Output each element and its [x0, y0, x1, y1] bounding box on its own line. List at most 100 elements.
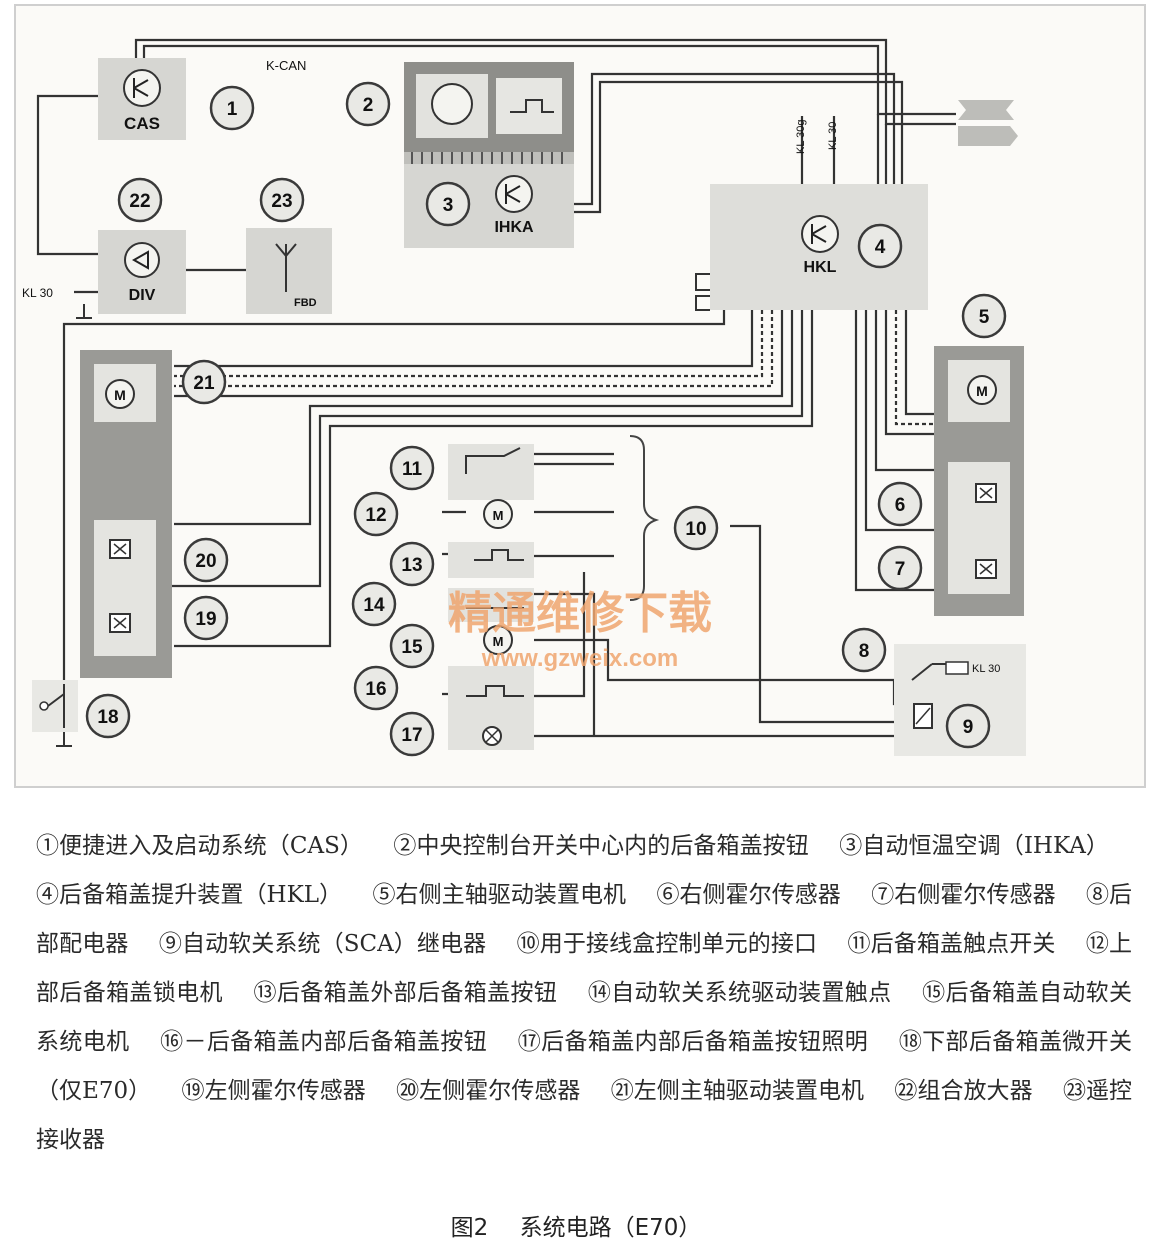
kcan-bus-wire	[134, 38, 956, 126]
number-bubble: 22	[117, 177, 163, 223]
fbd-label: FBD	[294, 297, 317, 309]
number-bubble-label: 17	[401, 725, 422, 746]
number-bubble-label: 20	[195, 551, 216, 572]
legend-item: ⑳左侧霍尔传感器	[396, 1078, 581, 1104]
kl30g-hkl-label: KL 30g	[795, 120, 807, 154]
legend-item: ⑰后备箱盖内部后备箱盖按钮照明	[517, 1029, 869, 1055]
div-amplifier: DIV	[98, 230, 186, 314]
legend-item: ㉓遥控接收器	[36, 1078, 1132, 1153]
watermark-url: www.gzweix.com	[481, 645, 679, 672]
console-switch-center	[404, 62, 574, 164]
number-bubble: 13	[389, 541, 435, 587]
legend-item: ⑤右侧主轴驱动装置电机	[372, 882, 627, 908]
legend-item: ⑫上部后备箱盖锁电机	[36, 931, 1133, 1006]
figure-number: 图2	[450, 1215, 489, 1241]
kl30-relay-label: KL 30	[972, 663, 1000, 675]
circuit-diagram: CAS K-CAN IHKA HKL KL 30g KL 30	[14, 4, 1150, 790]
legend-item: ⑪后备箱盖触点开关	[847, 931, 1056, 957]
figure-title: 系统电路（E70）	[519, 1215, 702, 1241]
legend-item: ⑩用于接线盒控制单元的接口	[516, 931, 818, 957]
right-spindle-unit: M	[934, 346, 1024, 616]
watermark-title: 精通维修下载	[448, 588, 712, 639]
kcan-label: K-CAN	[266, 58, 306, 73]
number-bubble: 17	[389, 711, 435, 757]
number-bubble: 16	[353, 665, 399, 711]
hkl-left-wire	[174, 310, 754, 368]
number-bubble-label: 5	[979, 307, 990, 328]
legend-item: ㉑左侧主轴驱动装置电机	[610, 1078, 865, 1104]
interface-brace	[629, 435, 660, 601]
legend-item: ⑥右侧霍尔传感器	[656, 882, 841, 908]
legend-item: ⑦右侧霍尔传感器	[871, 882, 1056, 908]
micro-switch	[32, 680, 78, 747]
legend-item: ⑯－后备箱盖内部后备箱盖按钮	[160, 1029, 488, 1055]
number-bubble: 7	[877, 545, 923, 591]
number-bubble-label: 6	[895, 495, 906, 516]
legend-item: ⑨自动软关系统（SCA）继电器	[158, 931, 487, 957]
number-bubble: 6	[877, 481, 923, 527]
number-bubble-label: 8	[859, 641, 870, 662]
number-bubble-label: 13	[401, 555, 422, 576]
number-bubble: 1	[209, 85, 255, 131]
number-bubble-label: 2	[363, 95, 374, 116]
number-bubble: 23	[259, 177, 305, 223]
legend-item: ⑲左侧霍尔传感器	[181, 1078, 366, 1104]
legend-item: ②中央控制台开关中心内的后备箱盖按钮	[393, 833, 809, 859]
number-bubble: 20	[183, 537, 229, 583]
number-bubble-label: 21	[193, 373, 215, 394]
number-bubble-label: 15	[401, 637, 423, 658]
kcan-bus-wire	[142, 44, 956, 116]
svg-text:M: M	[493, 634, 504, 649]
cas-div-wire	[36, 94, 98, 256]
fbd-receiver: FBD	[246, 228, 332, 314]
number-bubble: 3	[425, 181, 471, 227]
number-bubble-label: 11	[402, 459, 423, 480]
legend-item: ③自动恒温空调（IHKA）	[839, 833, 1109, 859]
number-bubble-label: 9	[963, 717, 974, 738]
legend-item: ①便捷进入及启动系统（CAS）	[36, 833, 363, 859]
number-bubble: 8	[841, 627, 887, 673]
number-bubble-label: 19	[195, 609, 216, 630]
ihka-wire	[574, 72, 896, 206]
svg-text:M: M	[976, 383, 988, 399]
number-bubble-label: 10	[685, 519, 706, 540]
number-bubble: 14	[351, 581, 397, 627]
cas-module: CAS	[98, 58, 186, 140]
number-bubble: 19	[183, 595, 229, 641]
ihka-module: IHKA	[404, 164, 574, 248]
number-bubble-label: 14	[363, 595, 385, 616]
legend-item: ⑭自动软关系统驱动装置触点	[587, 980, 892, 1006]
number-bubble-label: 12	[365, 505, 386, 526]
connector-arrow-icon	[958, 100, 1018, 146]
number-bubble: 9	[945, 703, 991, 749]
number-bubble-label: 18	[97, 707, 118, 728]
svg-text:M: M	[493, 508, 504, 523]
number-bubble-label: 3	[443, 195, 454, 216]
number-bubble: 4	[857, 223, 903, 269]
legend-item: ⑬后备箱盖外部后备箱盖按钮	[253, 980, 558, 1006]
number-bubble: 21	[181, 359, 227, 405]
cas-label: CAS	[124, 114, 160, 133]
legend-item: ㉒组合放大器	[894, 1078, 1033, 1104]
figure-caption: 图2 系统电路（E70）	[0, 1208, 1152, 1242]
trunk-switch-group: M M	[448, 444, 534, 750]
div-label: DIV	[129, 287, 156, 304]
kl30-div-label: KL 30	[22, 286, 53, 300]
number-bubble: 5	[961, 293, 1007, 339]
number-bubble-label: 1	[227, 99, 238, 120]
ihka-label: IHKA	[494, 219, 534, 236]
number-bubble: 11	[389, 445, 435, 491]
kl30-hkl-label: KL 30	[827, 122, 839, 150]
hkl-label: HKL	[804, 259, 837, 276]
number-bubble-label: 7	[895, 559, 906, 580]
number-bubble-label: 4	[875, 237, 886, 258]
legend-item: ⑱下部后备箱盖微开关（仅E70）	[36, 1029, 1133, 1104]
legend-item: ⑮后备箱盖自动软关系统电机	[36, 980, 1133, 1055]
legend-item: ④后备箱盖提升装置（HKL）	[36, 882, 343, 908]
number-bubble-label: 23	[271, 191, 292, 212]
legend: ①便捷进入及启动系统（CAS） ②中央控制台开关中心内的后备箱盖按钮 ③自动恒温…	[36, 822, 1132, 1165]
number-bubble: 2	[345, 81, 391, 127]
legend-item: ⑧后部配电器	[36, 882, 1133, 957]
svg-text:M: M	[114, 387, 126, 403]
hkl-right-wire	[904, 310, 934, 416]
